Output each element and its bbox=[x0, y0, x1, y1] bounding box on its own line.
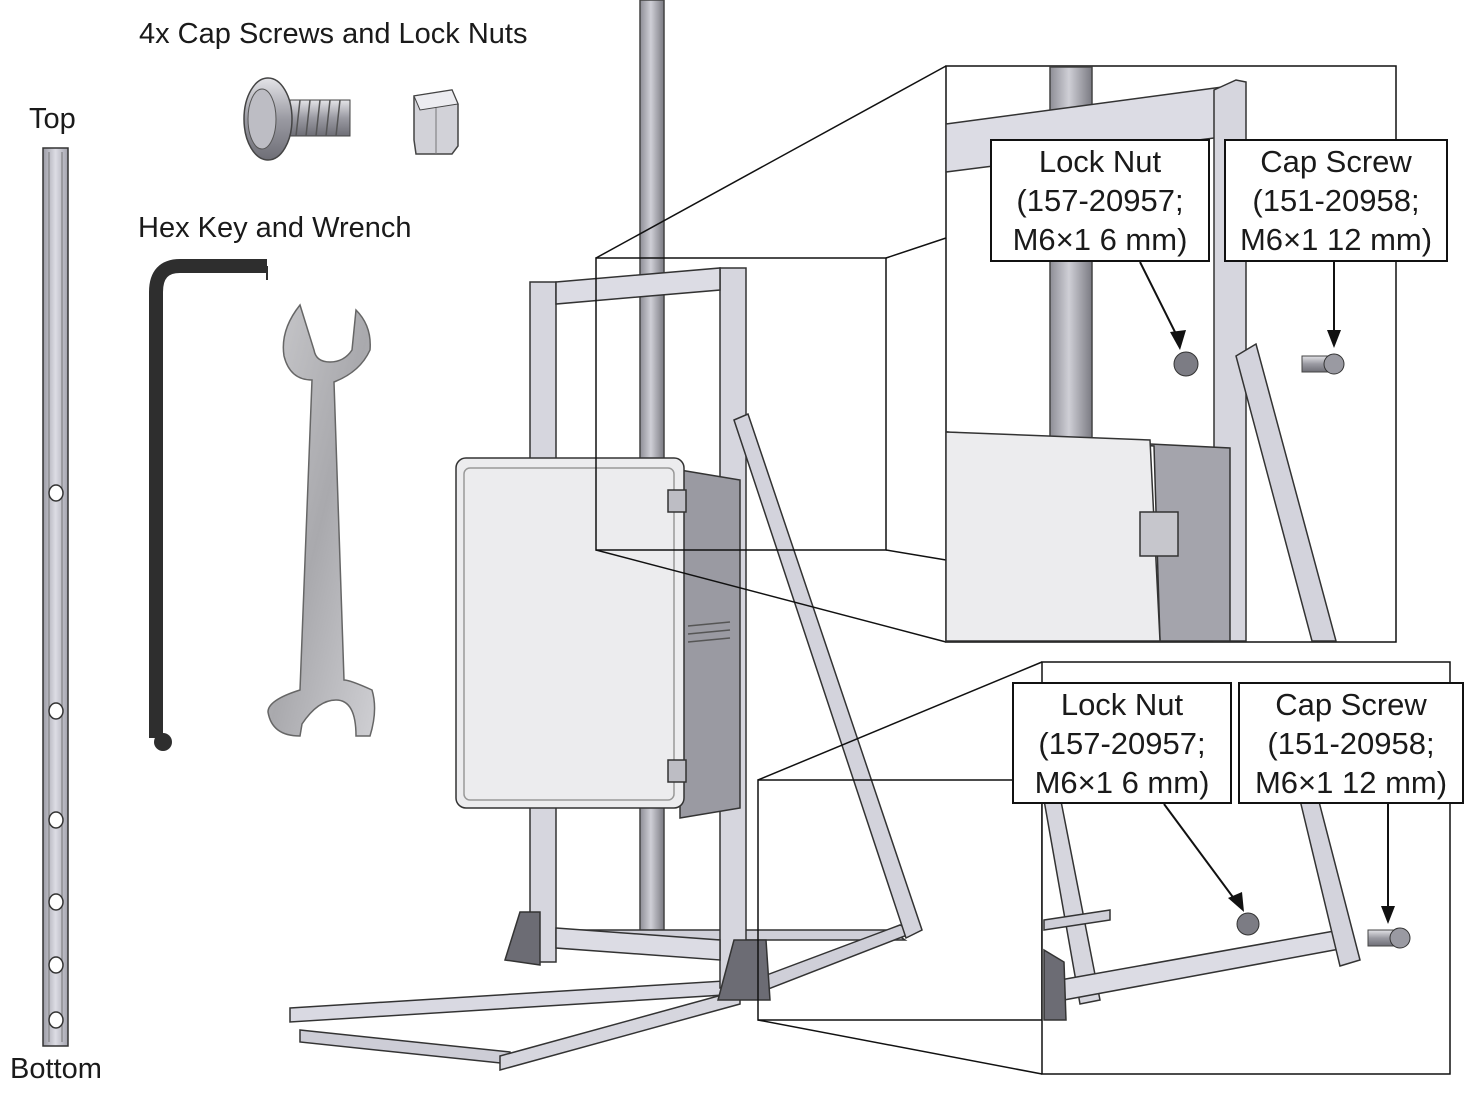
enclosure-box bbox=[455, 457, 741, 819]
cap-screw-icon bbox=[243, 77, 351, 161]
callout-part-number: (151-20958; bbox=[1252, 183, 1420, 218]
callout-part-number: (157-20957; bbox=[1038, 726, 1206, 761]
callout-title: Cap Screw bbox=[1275, 687, 1427, 722]
screws-nuts-label: 4x Cap Screws and Lock Nuts bbox=[139, 18, 528, 50]
callout-title: Lock Nut bbox=[1060, 687, 1184, 722]
mounting-rail bbox=[42, 147, 69, 1047]
callout-spec: M6×1 12 mm) bbox=[1239, 222, 1433, 257]
lower-lock-nut-callout: Lock Nut (157-20957; M6×1 6 mm) bbox=[1012, 682, 1232, 804]
hex-key-icon bbox=[149, 259, 268, 751]
callout-spec: M6×1 6 mm) bbox=[1012, 222, 1188, 257]
wrench-icon bbox=[267, 303, 376, 737]
lock-nut-icon bbox=[413, 89, 459, 155]
rail-bottom-label: Bottom bbox=[10, 1053, 102, 1085]
lower-cap-screw-callout: Cap Screw (151-20958; M6×1 12 mm) bbox=[1238, 682, 1464, 804]
callout-part-number: (157-20957; bbox=[1016, 183, 1184, 218]
tools-label: Hex Key and Wrench bbox=[138, 212, 412, 244]
callout-title: Cap Screw bbox=[1260, 144, 1412, 179]
rail-holes bbox=[48, 484, 64, 1029]
upper-lock-nut-callout: Lock Nut (157-20957; M6×1 6 mm) bbox=[990, 139, 1210, 262]
callout-spec: M6×1 6 mm) bbox=[1034, 765, 1210, 800]
callout-spec: M6×1 12 mm) bbox=[1254, 765, 1448, 800]
rail-top-label: Top bbox=[29, 103, 76, 135]
callout-title: Lock Nut bbox=[1038, 144, 1162, 179]
callout-part-number: (151-20958; bbox=[1267, 726, 1435, 761]
upper-zoom-guides bbox=[595, 65, 947, 643]
upper-cap-screw-callout: Cap Screw (151-20958; M6×1 12 mm) bbox=[1224, 139, 1448, 262]
